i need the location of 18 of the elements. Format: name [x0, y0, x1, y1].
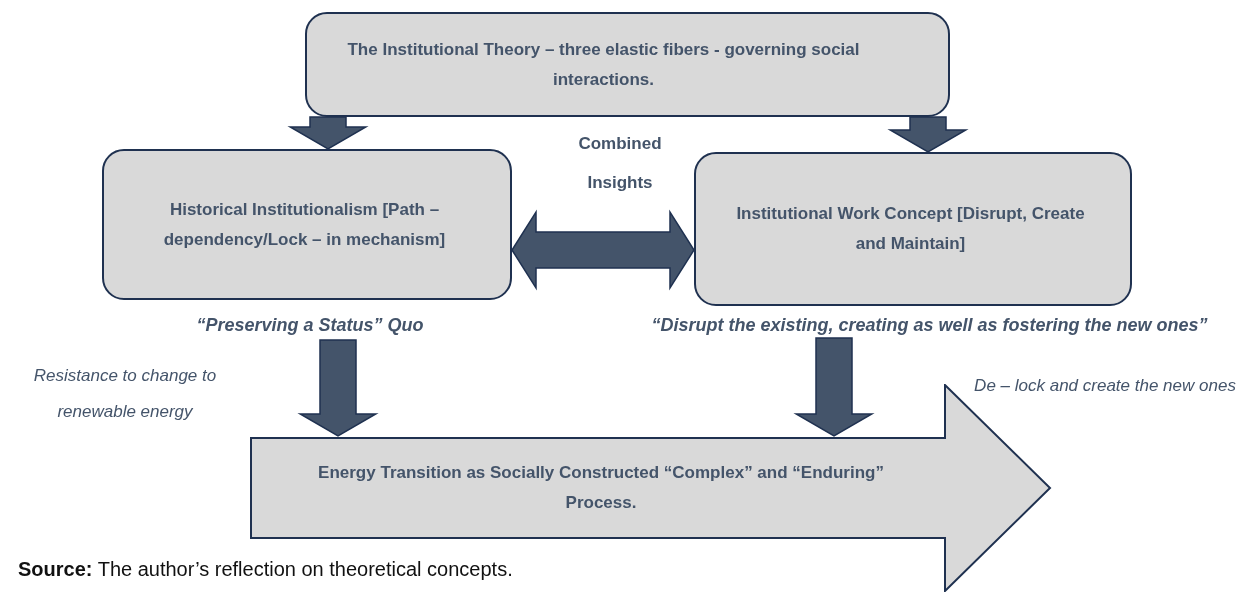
- block-arrow: [287, 116, 369, 150]
- rounded-box: [694, 152, 1132, 306]
- box-text: Institutional Work Concept [Disrupt, Create and Maintain]: [735, 203, 1086, 255]
- box-text: Historical Institutionalism [Path – dependency/Lock – in mechanism]: [162, 198, 447, 251]
- box-text: The Institutional Theory – three elastic fibers - governing social interactions.: [346, 38, 861, 91]
- side-note: Resistance to change to renewable energy: [32, 365, 218, 423]
- source-caption: Source: The author’s reflection on theoretical concepts.: [18, 558, 513, 581]
- italic-quote: “Disrupt the existing, creating as well as fostering the new ones”: [650, 314, 1209, 337]
- rounded-box: [305, 12, 950, 117]
- block-arrow: [511, 209, 695, 291]
- block-arrow: [297, 339, 379, 437]
- side-note: De – lock and create the new ones: [973, 375, 1237, 397]
- block-arrow: [887, 116, 969, 153]
- italic-quote: “Preserving a Status” Quo: [195, 314, 425, 337]
- rounded-box: [102, 149, 512, 300]
- box-text: Energy Transition as Socially Constructed “Complex” and “Enduring” Process.: [317, 462, 885, 514]
- block-arrow: [793, 337, 875, 437]
- edge-note: Combined Insights: [577, 133, 663, 195]
